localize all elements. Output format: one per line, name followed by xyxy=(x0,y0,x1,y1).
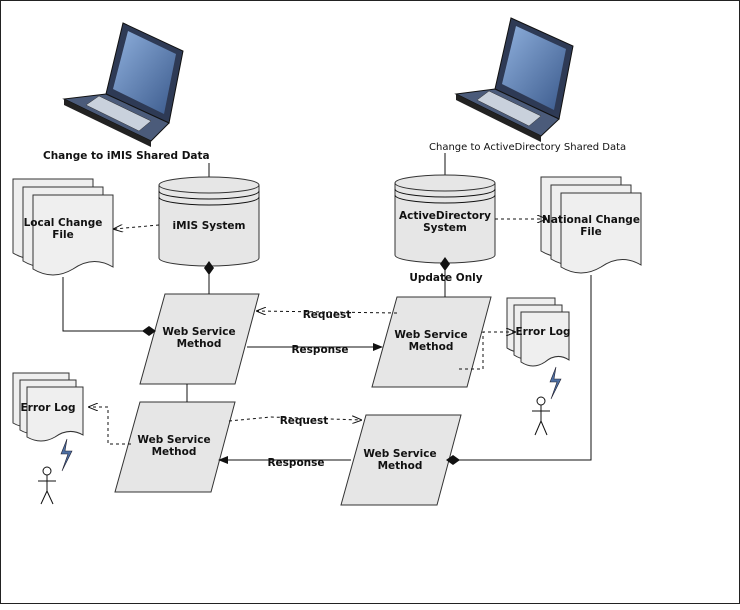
local-change-file-label-1: Local Change xyxy=(24,217,103,229)
ws3-label-2: Method xyxy=(152,446,197,458)
imis-database xyxy=(158,176,260,267)
arrow-ws2-to-error-log xyxy=(459,332,515,370)
ad-database-label-2: System xyxy=(423,222,467,234)
national-change-file xyxy=(540,176,642,274)
local-change-file xyxy=(12,178,114,276)
lightning-icon-right xyxy=(549,366,562,400)
ad-database xyxy=(394,174,496,264)
link-local-file-ws1 xyxy=(62,277,156,336)
local-change-file-label-2: File xyxy=(52,229,74,241)
ws2-label-2: Method xyxy=(409,341,454,353)
user-icon-left xyxy=(38,466,56,505)
ws1-label-1: Web Service xyxy=(162,326,235,338)
response-top-label: Response xyxy=(291,344,348,356)
national-change-file-label-1: National Change xyxy=(542,214,640,226)
error-log-left xyxy=(12,372,84,442)
ws2-label-1: Web Service xyxy=(394,329,467,341)
arrow-ws3-to-error-log xyxy=(89,407,131,445)
caption-ad-change: Change to ActiveDirectory Shared Data xyxy=(429,142,626,153)
request-top-label: Request xyxy=(303,309,352,321)
web-service-method-1 xyxy=(139,293,260,385)
error-log-left-label: Error Log xyxy=(21,402,76,414)
arrow-request-bottom xyxy=(228,417,361,421)
laptop-icon-right xyxy=(454,17,574,142)
ws1-label-2: Method xyxy=(177,338,222,350)
lightning-icon-left xyxy=(60,438,73,472)
web-service-method-3 xyxy=(114,401,236,493)
web-service-method-2 xyxy=(371,296,492,388)
error-log-right xyxy=(506,297,570,367)
link-national-file-ws4 xyxy=(446,275,592,465)
imis-database-label: iMIS System xyxy=(173,220,246,232)
caption-imis-change: Change to iMIS Shared Data xyxy=(43,150,210,162)
arrow-imis-to-local-file xyxy=(114,225,160,229)
error-log-right-label: Error Log xyxy=(516,326,571,338)
ws4-label-2: Method xyxy=(378,460,423,472)
laptop-icon-left xyxy=(62,22,184,147)
ws3-label-1: Web Service xyxy=(137,434,210,446)
response-bottom-label: Response xyxy=(267,457,324,469)
request-bottom-label: Request xyxy=(280,415,329,427)
update-only-label: Update Only xyxy=(409,272,482,284)
arrow-request-top xyxy=(257,311,398,313)
web-service-method-4 xyxy=(340,414,462,506)
national-change-file-label-2: File xyxy=(580,226,602,238)
ad-database-label-1: ActiveDirectory xyxy=(399,210,491,222)
ws4-label-1: Web Service xyxy=(363,448,436,460)
user-icon-right xyxy=(532,396,550,436)
